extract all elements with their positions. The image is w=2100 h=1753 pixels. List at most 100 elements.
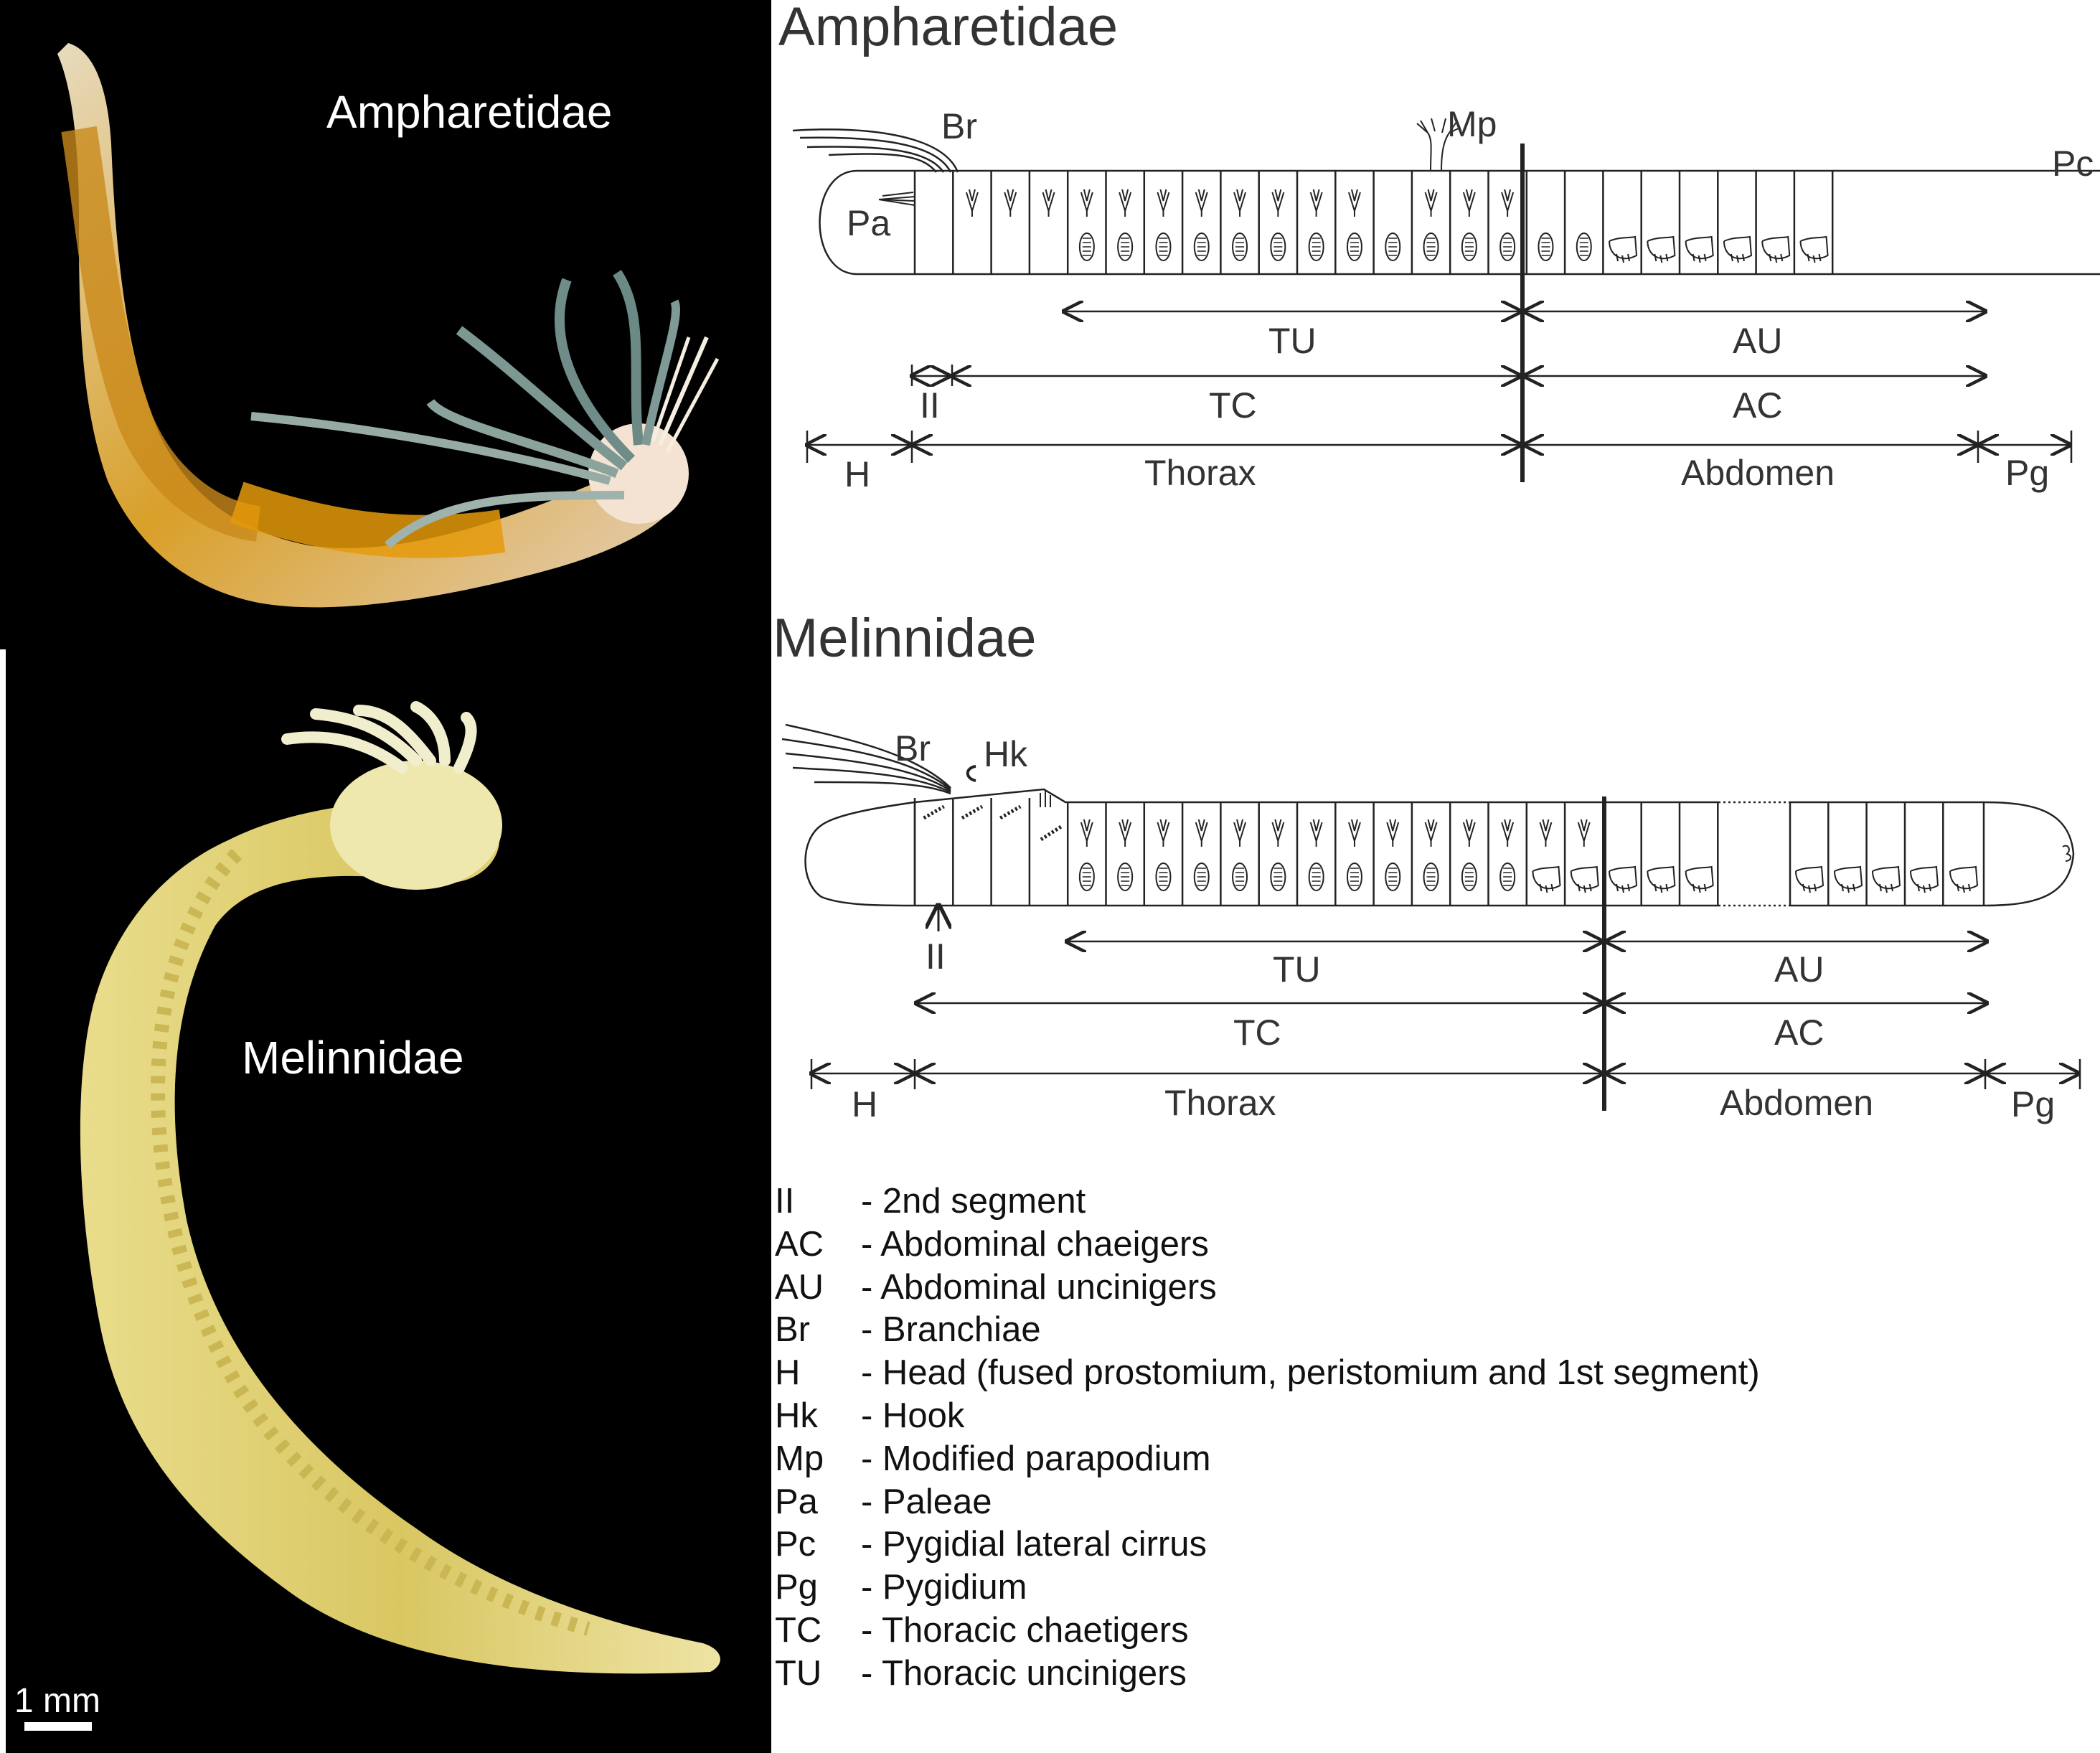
ampharetidae-thoracic-uncinus: [1385, 232, 1401, 261]
melinnidae-thoracic-uncinus: [1308, 863, 1324, 891]
melinnidae-pygidial-papillae: [2062, 845, 2071, 862]
legend-abbreviation: AU: [775, 1267, 824, 1307]
ampharetidae-abdominal-uncinus: [1723, 235, 1752, 263]
melinnidae-thoracic-uncinus: [1385, 863, 1401, 891]
melinnidae-pg-label: Pg: [2011, 1084, 2055, 1124]
ampharetidae-photo-label: Ampharetidae: [326, 86, 612, 138]
ampharetidae-body: [819, 169, 2100, 276]
legend-abbreviation: Br: [775, 1310, 810, 1350]
melinnidae-notochaeta: [1539, 819, 1553, 847]
melinnidae-abdominal-uncinus: [1834, 865, 1863, 893]
melinnidae-ii-label: II: [926, 936, 946, 977]
legend-description: - Thoracic uncinigers: [861, 1653, 1187, 1693]
legend-row: H- Head (fused prostomium, peristomium a…: [775, 1352, 2066, 1395]
legend-row: Pg - Pygidium: [775, 1566, 2066, 1609]
melinnidae-thoracic-uncinus: [1461, 863, 1477, 891]
ampharetidae-tu-label: TU: [1268, 321, 1317, 361]
photo-divider: [0, 649, 6, 1753]
melinnidae-thoracic-uncinus: [1117, 863, 1134, 891]
melinnidae-thoracic-uncinus: [1193, 863, 1210, 891]
melinnidae-photo-label: Melinnidae: [242, 1032, 464, 1084]
melinnidae-notochaeta: [1347, 819, 1361, 847]
ampharetidae-notochaeta: [1462, 189, 1476, 217]
legend-abbreviation: Pc: [775, 1525, 816, 1564]
ampharetidae-abdominal-uncinus: [1685, 235, 1714, 263]
melinnidae-fore-chaeta: [961, 804, 984, 820]
melinnidae-arrows: [811, 941, 2081, 1089]
ampharetidae-thoracic-uncinus: [1078, 232, 1095, 261]
ampharetidae-ac-label: AC: [1733, 385, 1782, 426]
legend-row: TU- Thoracic uncinigers: [775, 1653, 2066, 1696]
melinnidae-branchiae: [781, 723, 951, 795]
ampharetidae-pc-label: Pc: [2052, 144, 2094, 184]
ampharetidae-mp-label: Mp: [1447, 104, 1497, 144]
melinnidae-notochaeta: [1501, 819, 1515, 847]
ampharetidae-thoracic-uncinus: [1117, 232, 1134, 261]
ampharetidae-notochaeta: [1042, 189, 1055, 217]
legend-row: Mp- Modified parapodium: [775, 1438, 2066, 1481]
ampharetidae-thoracic-uncinus: [1232, 232, 1248, 261]
legend-description: - Hook: [861, 1396, 965, 1435]
melinnidae-fore-chaeta: [1040, 824, 1063, 842]
melinnidae-notochaeta: [1424, 819, 1438, 847]
diagram-panel: Ampharetidae: [771, 0, 2100, 1753]
melinnidae-fore-chaeta: [999, 804, 1022, 820]
legend-description: - Head (fused prostomium, peristomium an…: [861, 1353, 1760, 1393]
ampharetidae-thoracic-uncinus: [1346, 232, 1362, 261]
legend-abbreviation: Mp: [775, 1439, 824, 1478]
melinnidae-abdominal-uncinus: [1795, 865, 1824, 893]
melinnidae-notochaeta: [1157, 819, 1170, 847]
ampharetidae-title: Ampharetidae: [778, 0, 1118, 57]
ampharetidae-abdomen-label: Abdomen: [1681, 453, 1835, 493]
ampharetidae-paleae: [878, 192, 915, 206]
melinnidae-body: [804, 788, 2075, 907]
melinnidae-notochaeta: [1462, 819, 1476, 847]
ampharetidae-notochaeta: [1424, 189, 1438, 217]
ampharetidae-thoracic-uncinus: [1193, 232, 1210, 261]
ampharetidae-au-label: AU: [1733, 321, 1782, 361]
specimen-illustrations: Ampharetidae Melinnidae 1 mm: [0, 43, 720, 1753]
melinnidae-thoracic-uncinus: [1346, 863, 1362, 891]
melinnidae-notochaeta: [1233, 819, 1247, 847]
ampharetidae-notochaeta: [1080, 189, 1093, 217]
melinnidae-thoracic-uncinus: [1155, 863, 1172, 891]
melinnidae-small-chaetae: [1040, 791, 1051, 807]
ampharetidae-notochaeta: [965, 189, 979, 217]
melinnidae-abdominal-uncinus: [1609, 865, 1638, 893]
legend-abbreviation: Pg: [775, 1568, 818, 1607]
legend-abbreviation: Hk: [775, 1396, 818, 1435]
melinnidae-ac-label: AC: [1774, 1012, 1824, 1053]
ampharetidae-thoracic-uncinus: [1270, 232, 1286, 261]
ampharetidae-notochaeta: [1309, 189, 1323, 217]
ampharetidae-thoracic-uncinus: [1423, 232, 1439, 261]
melinnidae-thoracic-uncinus: [1270, 863, 1286, 891]
melinnidae-thoracic-uncinus: [1499, 863, 1516, 891]
legend-abbreviation: TC: [775, 1610, 822, 1650]
ampharetidae-notochaeta: [1157, 189, 1170, 217]
ampharetidae-modified-parapodium: [1416, 118, 1461, 171]
ampharetidae-specimen: [57, 43, 720, 608]
ampharetidae-notochaeta: [1195, 189, 1208, 217]
legend-row: Br - Branchiae: [775, 1309, 2066, 1352]
ampharetidae-thoracic-uncinus: [1461, 232, 1477, 261]
ampharetidae-notochaeta: [1347, 189, 1361, 217]
legend-description: - Branchiae: [861, 1310, 1041, 1350]
legend-row: AC- Abdominal chaeigers: [775, 1223, 2066, 1266]
melinnidae-hk-label: Hk: [984, 734, 1028, 774]
melinnidae-au-label: AU: [1774, 949, 1824, 990]
segment-diagrams: Ampharetidae: [773, 0, 2100, 1124]
legend-row: TC- Thoracic chaetigers: [775, 1609, 2066, 1653]
melinnidae-tu-label: TU: [1273, 949, 1321, 990]
legend-row: Pc- Pygidial lateral cirrus: [775, 1523, 2066, 1566]
melinnidae-abdominal-uncinus: [1647, 865, 1676, 893]
legend-description: - Pygidium: [861, 1568, 1027, 1607]
specimen-photo-panel: Ampharetidae Melinnidae 1 mm: [0, 0, 771, 1753]
melinnidae-notochaeta: [1271, 819, 1285, 847]
legend-abbreviation: AC: [775, 1224, 824, 1264]
melinnidae-abdomen-label: Abdomen: [1720, 1083, 1873, 1123]
scale-bar-label: 1 mm: [14, 1682, 100, 1720]
melinnidae-thoracic-uncinus: [1232, 863, 1248, 891]
melinnidae-thoracic-uncinus: [1078, 863, 1095, 891]
legend-abbreviation: Pa: [775, 1482, 818, 1521]
